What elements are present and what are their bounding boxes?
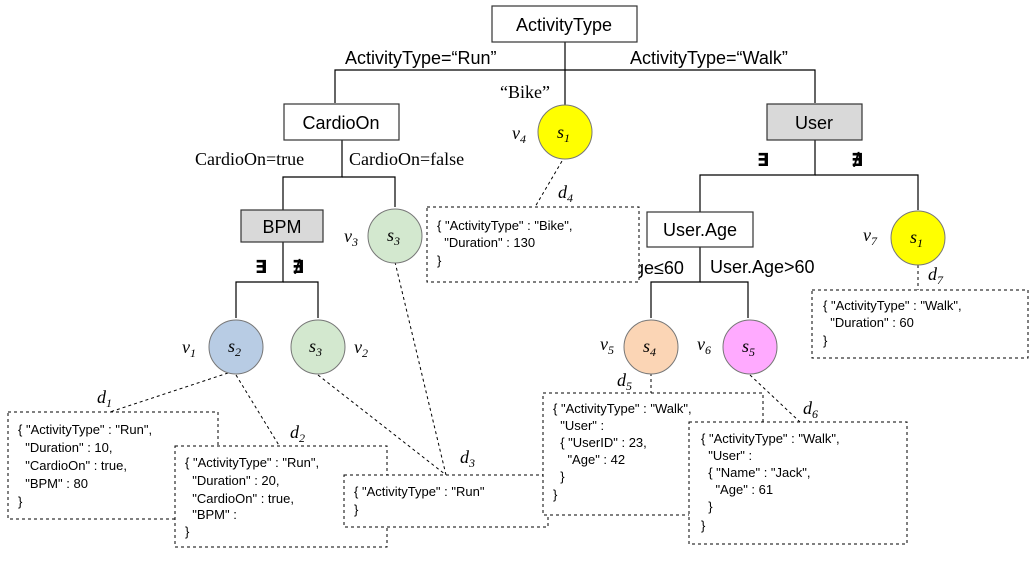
svg-text:v7: v7: [863, 225, 878, 248]
svg-text:"Age" : 61: "Age" : 61: [701, 482, 773, 497]
svg-text:s3: s3: [309, 336, 322, 359]
svg-text:{ "UserID" : 23,: { "UserID" : 23,: [553, 435, 647, 450]
leaf-circle-v5: [623, 319, 679, 375]
doc-d4: d4 { "ActivityType" : "Bike", "Duration"…: [426, 182, 640, 283]
svg-text:"BPM" : 80: "BPM" : 80: [18, 476, 88, 491]
edge-label-walk: ActivityType=“Walk”: [630, 48, 788, 68]
svg-text:ActivityType: ActivityType: [516, 15, 612, 35]
svg-text:{ "ActivityType" : "Run": { "ActivityType" : "Run": [354, 484, 485, 499]
svg-text:d5: d5: [617, 370, 632, 393]
svg-text:v2: v2: [354, 337, 368, 360]
svg-text:}: }: [553, 469, 565, 484]
node-cardioon: CardioOn: [283, 103, 400, 141]
leaf-v2: v2 s3: [290, 319, 368, 375]
svg-text:d1: d1: [97, 387, 112, 410]
leaf-v5: v5 s4: [600, 319, 679, 375]
edge-label-exists-bpm: ∃: [255, 257, 267, 278]
edge-label-cardio-true: CardioOn=true: [195, 149, 304, 169]
edge-label-bike: “Bike”: [500, 82, 550, 102]
svg-text:v3: v3: [344, 226, 358, 249]
svg-text:"BPM" :: "BPM" :: [185, 507, 237, 522]
svg-text:{ "Name" : "Jack",: { "Name" : "Jack",: [701, 465, 811, 480]
svg-text:"CardioOn" : true,: "CardioOn" : true,: [185, 491, 294, 506]
svg-text:"Duration" : 60: "Duration" : 60: [823, 315, 914, 330]
leaf-circle-v2: [290, 319, 346, 375]
leaf-v1: v1 s2: [182, 319, 264, 375]
svg-text:}: }: [18, 494, 23, 509]
svg-text:v1: v1: [182, 337, 196, 360]
tree-edges: [235, 42, 919, 318]
node-bpm: BPM: [240, 209, 324, 243]
node-user: User: [766, 103, 863, 141]
svg-text:}: }: [823, 333, 828, 348]
svg-text:d2: d2: [290, 422, 305, 445]
doc-d6: d6 { "ActivityType" : "Walk", "User" : {…: [688, 398, 908, 545]
svg-text:v5: v5: [600, 334, 614, 357]
leaf-v3: v3 s3: [344, 208, 423, 264]
leaf-v4: v4 s1: [512, 104, 593, 160]
edge-label-run: ActivityType=“Run”: [345, 48, 497, 68]
edge-labels: ActivityType=“Run” ActivityType=“Walk” “…: [195, 48, 863, 278]
leaf-v7: v7 s1: [863, 210, 946, 266]
doc-d3: d3 { "ActivityType" : "Run" }: [343, 447, 549, 528]
svg-text:s1: s1: [557, 122, 570, 145]
leaf-v6: v6 s5: [697, 319, 778, 375]
svg-text:"Duration" : 20,: "Duration" : 20,: [185, 473, 280, 488]
leaf-circle-v4: [537, 104, 593, 160]
svg-text:s4: s4: [643, 336, 656, 359]
edge-label-not-exists-bpm: ∄: [292, 257, 304, 278]
svg-text:}: }: [354, 502, 359, 517]
svg-text:{ "ActivityType" : "Walk",: { "ActivityType" : "Walk",: [553, 401, 692, 416]
svg-text:d4: d4: [558, 182, 573, 205]
svg-text:{ "ActivityType" : "Walk",: { "ActivityType" : "Walk",: [823, 298, 962, 313]
svg-text:}: }: [185, 524, 190, 539]
node-user-age: User.Age: [646, 211, 754, 248]
svg-text:BPM: BPM: [262, 217, 301, 237]
svg-text:User: User: [795, 113, 833, 133]
leaf-circle-v3: [367, 208, 423, 264]
svg-text:d3: d3: [460, 447, 475, 470]
svg-text:"User" :: "User" :: [701, 448, 752, 463]
leaf-circle-v1: [208, 319, 264, 375]
svg-text:d6: d6: [803, 398, 818, 421]
svg-text:"CardioOn" : true,: "CardioOn" : true,: [18, 458, 127, 473]
svg-text:{ "ActivityType" : "Run",: { "ActivityType" : "Run",: [18, 422, 152, 437]
doc-d7: d7 { "ActivityType" : "Walk", "Duration"…: [811, 264, 1029, 359]
node-activitytype: ActivityType: [491, 5, 638, 43]
svg-text:s2: s2: [228, 336, 241, 359]
svg-text:"Duration" : 10,: "Duration" : 10,: [18, 440, 113, 455]
svg-text:s3: s3: [387, 225, 400, 248]
edge-label-exists-user: ∃: [757, 150, 769, 171]
edge-label-cardio-false: CardioOn=false: [349, 149, 464, 169]
svg-text:User.Age: User.Age: [663, 220, 737, 240]
svg-text:{ "ActivityType" : "Bike",: { "ActivityType" : "Bike",: [437, 218, 573, 233]
edge-label-age-gt: User.Age>60: [710, 257, 815, 277]
svg-text:}: }: [437, 253, 442, 268]
svg-text:d7: d7: [928, 264, 944, 287]
svg-text:{ "ActivityType" : "Run",: { "ActivityType" : "Run",: [185, 455, 319, 470]
doc-d2: d2 { "ActivityType" : "Run", "Duration" …: [174, 422, 388, 548]
svg-text:}: }: [701, 499, 713, 514]
svg-text:v6: v6: [697, 334, 711, 357]
leaf-circle-v7: [890, 210, 946, 266]
svg-text:"User" :: "User" :: [553, 418, 604, 433]
svg-text:}: }: [701, 518, 706, 533]
leaf-circle-v6: [722, 319, 778, 375]
svg-text:v4: v4: [512, 123, 526, 146]
svg-text:"Age" : 42: "Age" : 42: [553, 452, 625, 467]
svg-text:s5: s5: [742, 336, 755, 359]
svg-text:"Duration" : 130: "Duration" : 130: [437, 235, 535, 250]
edge-label-not-exists-user: ∄: [851, 150, 863, 171]
leaf-document-connectors: [109, 155, 919, 476]
svg-text:}: }: [553, 487, 558, 502]
svg-text:s1: s1: [910, 227, 923, 250]
svg-text:{ "ActivityType" : "Walk",: { "ActivityType" : "Walk",: [701, 431, 840, 446]
svg-text:CardioOn: CardioOn: [302, 113, 379, 133]
